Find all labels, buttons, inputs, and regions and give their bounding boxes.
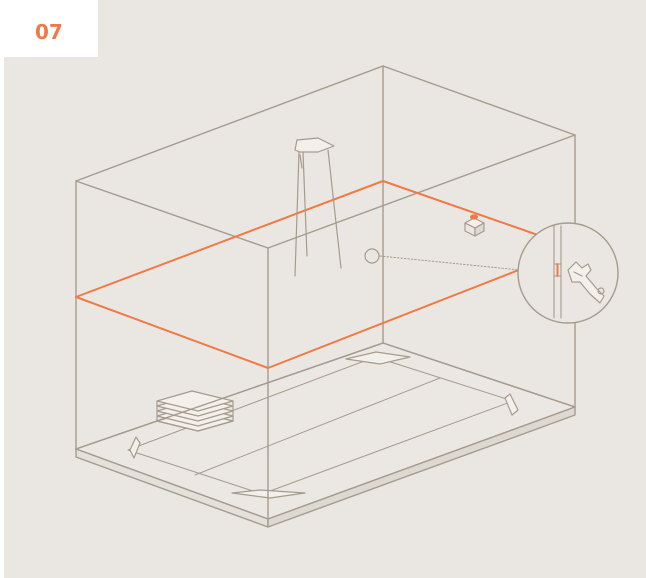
detail-callout	[517, 222, 619, 324]
floor-plate	[75, 342, 576, 528]
stand-lamp-icon	[294, 137, 342, 277]
room-box	[75, 65, 576, 520]
wrench-icon	[567, 261, 605, 304]
floor-tape-markers	[129, 351, 519, 499]
step-tab	[4, 0, 98, 57]
sensor-box-icon	[464, 214, 485, 237]
step-number: 07	[35, 20, 63, 44]
laser-level-plane	[75, 180, 576, 369]
tile-stack	[156, 390, 234, 432]
callout-marker	[364, 248, 521, 271]
